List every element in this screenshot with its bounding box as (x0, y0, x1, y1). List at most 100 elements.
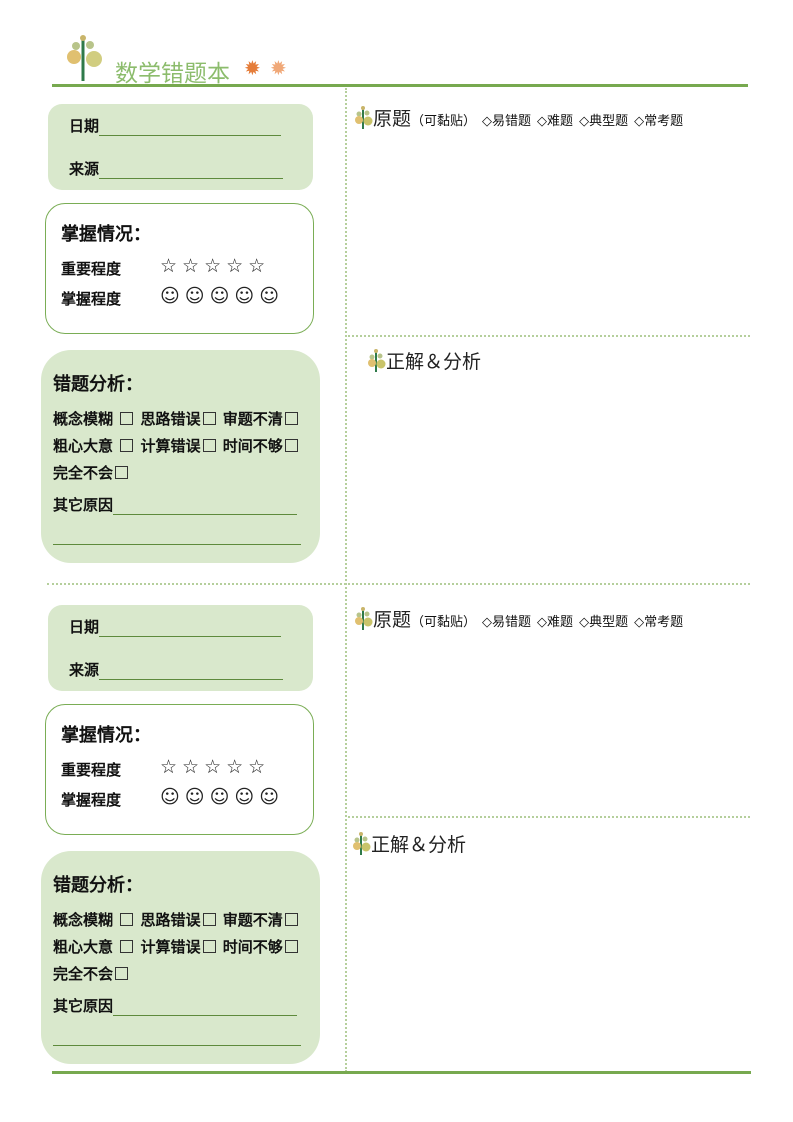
tag-option[interactable]: ◇常考题 (634, 615, 683, 630)
checkbox[interactable] (284, 913, 298, 926)
date-label: 日期 (69, 117, 100, 135)
source-field[interactable] (99, 178, 284, 179)
date-label: 日期 (69, 618, 100, 636)
tag-option[interactable]: ◇易错题 (482, 114, 531, 129)
mastery-box: 掌握情况： 重要程度 ☆☆☆☆☆ 掌握程度 ☺☺☺☺☺ (45, 203, 314, 334)
diamond-icon: ◇ (634, 114, 645, 129)
tag-label: 常考题 (644, 114, 684, 129)
answer-header: 正解＆分析 (368, 347, 481, 374)
importance-star-rating[interactable]: ☆☆☆☆☆ (160, 255, 271, 277)
tree-logo-icon (67, 35, 102, 81)
error-option-label: 概念模糊 (53, 410, 114, 428)
date-field[interactable] (99, 135, 282, 136)
error-option-label: 完全不会 (53, 464, 114, 482)
tag-label: 易错题 (492, 615, 532, 630)
mastery-face-rating[interactable]: ☺☺☺☺☺ (160, 786, 285, 808)
header-divider (52, 84, 748, 87)
date-source-box: 日期 来源 (48, 605, 313, 691)
answer-divider (348, 335, 750, 337)
analysis-title: 错题分析： (53, 875, 143, 896)
section-divider (47, 583, 750, 585)
diamond-icon: ◇ (482, 615, 493, 630)
tag-label: 易错题 (492, 114, 532, 129)
other-reason-field[interactable] (113, 514, 298, 515)
error-option-label: 粗心大意 (53, 437, 114, 455)
checkbox[interactable] (120, 940, 134, 953)
error-option-label: 完全不会 (53, 965, 114, 983)
sun-icon: ✹ (270, 56, 287, 80)
error-analysis-box: 错题分析： 概念模糊 思路错误 审题不清 粗心大意 计算错误 时间不够 完全不会… (41, 851, 320, 1064)
checkbox[interactable] (202, 412, 216, 425)
mastery-label: 掌握程度 (61, 791, 122, 809)
source-field[interactable] (99, 679, 284, 680)
error-option-label: 思路错误 (140, 911, 201, 929)
checkbox[interactable] (115, 466, 129, 479)
error-option-label: 时间不够 (222, 437, 283, 455)
checkbox[interactable] (120, 913, 134, 926)
answer-divider (348, 816, 750, 818)
diamond-icon: ◇ (634, 615, 645, 630)
mastery-box: 掌握情况： 重要程度 ☆☆☆☆☆ 掌握程度 ☺☺☺☺☺ (45, 704, 314, 835)
original-note: （可黏贴） (411, 615, 477, 630)
original-title: 原题 (373, 108, 412, 130)
checkbox[interactable] (202, 913, 216, 926)
importance-label: 重要程度 (61, 260, 122, 278)
tag-option[interactable]: ◇难题 (537, 615, 573, 630)
other-reason-field-line2[interactable] (53, 544, 301, 545)
tag-label: 常考题 (644, 615, 684, 630)
other-reason-label: 其它原因 (53, 496, 114, 514)
original-title: 原题 (373, 609, 412, 631)
error-option-label: 概念模糊 (53, 911, 114, 929)
error-option-label: 粗心大意 (53, 938, 114, 956)
tag-option[interactable]: ◇难题 (537, 114, 573, 129)
importance-label: 重要程度 (61, 761, 122, 779)
error-option-label: 时间不够 (222, 938, 283, 956)
error-option-label: 审题不清 (222, 911, 283, 929)
sun-icon: ✹ (244, 56, 261, 80)
answer-title: 正解＆分析 (371, 834, 467, 856)
error-option-label: 计算错误 (140, 938, 201, 956)
checkbox[interactable] (202, 940, 216, 953)
diamond-icon: ◇ (537, 114, 548, 129)
tree-icon (355, 106, 373, 129)
date-field[interactable] (99, 636, 282, 637)
diamond-icon: ◇ (482, 114, 493, 129)
tag-option[interactable]: ◇常考题 (634, 114, 683, 129)
mastery-title: 掌握情况： (61, 224, 151, 245)
checkbox[interactable] (120, 412, 134, 425)
answer-header: 正解＆分析 (353, 830, 466, 857)
error-option-label: 思路错误 (140, 410, 201, 428)
answer-title: 正解＆分析 (386, 351, 482, 373)
source-label: 来源 (69, 160, 100, 178)
source-label: 来源 (69, 661, 100, 679)
checkbox[interactable] (202, 439, 216, 452)
diamond-icon: ◇ (579, 114, 590, 129)
importance-star-rating[interactable]: ☆☆☆☆☆ (160, 756, 271, 778)
other-reason-field-line2[interactable] (53, 1045, 301, 1046)
tag-option[interactable]: ◇典型题 (579, 615, 628, 630)
tree-icon (353, 832, 371, 855)
checkbox[interactable] (284, 439, 298, 452)
tree-icon (368, 349, 386, 372)
date-source-box: 日期 来源 (48, 104, 313, 190)
analysis-title: 错题分析： (53, 374, 143, 395)
other-reason-field[interactable] (113, 1015, 298, 1016)
diamond-icon: ◇ (537, 615, 548, 630)
mastery-face-rating[interactable]: ☺☺☺☺☺ (160, 285, 285, 307)
tag-option[interactable]: ◇典型题 (579, 114, 628, 129)
checkbox[interactable] (115, 967, 129, 980)
checkbox[interactable] (284, 412, 298, 425)
tag-label: 典型题 (589, 114, 629, 129)
error-option-label: 审题不清 (222, 410, 283, 428)
error-option-label: 计算错误 (140, 437, 201, 455)
checkbox[interactable] (284, 940, 298, 953)
tag-option[interactable]: ◇易错题 (482, 615, 531, 630)
mastery-label: 掌握程度 (61, 290, 122, 308)
checkbox[interactable] (120, 439, 134, 452)
tag-label: 难题 (547, 615, 574, 630)
other-reason-label: 其它原因 (53, 997, 114, 1015)
diamond-icon: ◇ (579, 615, 590, 630)
footer-divider (52, 1071, 751, 1074)
original-question-header: 原题（可黏贴）◇易错题◇难题◇典型题◇常考题 (355, 605, 683, 632)
